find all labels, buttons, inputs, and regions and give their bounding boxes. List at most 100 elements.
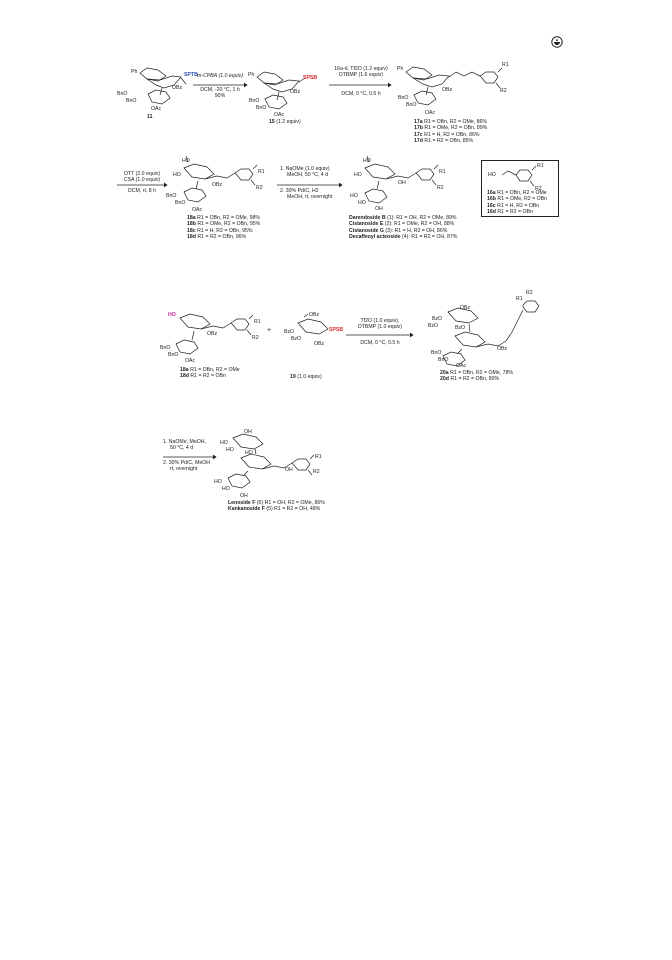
r2-label: R2: [252, 335, 259, 341]
box-item-text: R1 = OMe, R2 = OBn: [495, 196, 547, 203]
compound-id: 18b: [187, 221, 196, 228]
compound-id: 16c: [487, 202, 496, 209]
compound-id: 17c: [414, 131, 423, 138]
r2-label: R2: [437, 185, 444, 191]
product-text: (6) R1 = OH, R2 = OMe, 86%: [255, 500, 325, 506]
compound-11-label: 11: [147, 114, 153, 120]
compound-15-equiv: (1.2 equiv): [274, 119, 301, 125]
yield-text: R1 = OBn, R2 = OMe, 78%: [448, 370, 513, 376]
reagents-row3: Tf2O (1.0 equiv), DTBMP (1.0 equiv): [344, 318, 416, 331]
plus-sign: +: [267, 327, 272, 334]
bzo-label: BzO: [291, 336, 302, 342]
product-text: (5) R1 = R2 = OH, 48%: [264, 506, 321, 513]
conditions-row1-1: DCM, -20 °C, 1 h 90%: [190, 87, 250, 100]
bno-label: BnO: [256, 105, 267, 111]
compound-id: 17b: [414, 125, 423, 132]
step-2-conditions: MeOH, rt, overnight: [287, 194, 333, 201]
reagent-mcpba: m-CPBA (1.0 equiv): [197, 73, 243, 79]
oh-label: OH: [375, 206, 383, 212]
phenyl-label: Ph: [248, 72, 255, 78]
bzo-label: BzO: [428, 323, 439, 329]
product-name: Lenoside F: [228, 500, 256, 506]
product-line: Lenoside F (6) R1 = OH, R2 = OMe, 86%: [228, 500, 325, 506]
yields-18: 18a R1 = OBn, R2 = OMe, 98% 18b R1 = OMe…: [187, 215, 260, 241]
yield-line: 17d R1 = R2 = OBn, 85%: [414, 138, 487, 144]
step-2: 2. 30% Pd/C, H2: [280, 188, 319, 194]
structure-17: [405, 66, 503, 106]
obz-label: OBz: [290, 89, 301, 95]
condition-dcm: DCM, 0 °C, 0.5 h: [360, 340, 400, 346]
compound-15-label: 15: [269, 119, 275, 125]
r2-label: R2: [313, 469, 320, 475]
yield-text: R1 = OMe, R2 = OBn, 95%: [195, 221, 261, 228]
oh-label: OH: [240, 493, 248, 499]
acceptor-text: R1 = OBn, R2 = OMe: [188, 367, 240, 373]
step-1-conditions: 50 °C, 4 d: [170, 445, 194, 452]
yield-line: 17c R1 = H, R2 = OBn, 86%: [414, 132, 487, 138]
compound-19-caption: 19 (1.0 equiv): [290, 374, 322, 380]
acceptors-18: 18a R1 = OBn, R2 = OMe 18d R1 = R2 = OBn: [180, 367, 240, 380]
yield-text: R1 = R2 = OBn, 80%: [448, 376, 500, 383]
yield-text: R1 = R2 = OBn, 96%: [195, 234, 247, 241]
compound-id: 16a: [487, 190, 496, 196]
ho-label: HO: [354, 172, 362, 178]
box-item-text: R1 = H, R2 = OBn: [495, 202, 540, 209]
r1-label: R1: [439, 169, 446, 175]
bzo-label: BzO: [432, 316, 443, 322]
yield-line: 20d R1 = R2 = OBn, 80%: [440, 376, 513, 382]
ho-label: HO: [168, 312, 176, 318]
structure-products-5-6: [227, 433, 315, 489]
product-line: Cistanoside G (3): R1 = H, R2 = OH, 86%: [349, 228, 457, 234]
bno-label: BnO: [175, 200, 186, 206]
product-name: Cistanoside E: [349, 221, 384, 228]
condition-yield: 90%: [214, 93, 226, 100]
compound-id: 18d: [187, 234, 196, 241]
oh-label: OH: [285, 467, 293, 473]
r2-label: R2: [526, 290, 533, 296]
ho-label: HO: [363, 158, 371, 164]
acceptor-text: R1 = R2 = OBn: [188, 373, 226, 380]
oac-label: OAc: [192, 207, 203, 213]
bzo-label: BzO: [284, 329, 295, 335]
compound-id: 20d: [440, 376, 449, 383]
ho-label: HO: [220, 440, 228, 446]
obz-label: OBz: [442, 87, 453, 93]
product-text: (1): R1 = OH, R2 = OMe, 89%: [385, 215, 457, 221]
obz-label: OBz: [460, 305, 471, 311]
oac-label: OAc: [185, 358, 196, 364]
box-item: 16d R1 = R2 = OBn: [487, 209, 547, 215]
spsb-group: SPSB: [303, 75, 318, 81]
step-1: 1. NaOMe, MeOH,: [163, 439, 206, 445]
oac-label: OAc: [456, 363, 467, 369]
product-line: Decaffeoyl acteoside (4): R1 = R2 = OH, …: [349, 234, 457, 240]
oac-label: OAc: [274, 112, 285, 118]
box-item: 16b R1 = OMe, R2 = OBn: [487, 196, 547, 202]
ho-label: HO: [226, 447, 234, 453]
r1-label: R1: [258, 169, 265, 175]
bno-label: BnO: [166, 193, 177, 199]
yield-text: R1 = H, R2 = OBn, 86%: [422, 131, 480, 138]
yields-20: 20a R1 = OBn, R2 = OMe, 78% 20d R1 = R2 …: [440, 370, 513, 383]
conditions-row2-1: DCM, rt, 8 h: [114, 188, 170, 194]
structure-18: [183, 155, 258, 203]
oac-label: OAc: [425, 110, 436, 116]
compound-id: 16b: [487, 196, 496, 203]
reagents-row2-2: 1. NaOMe (1.0 equiv) MeOH, 50 °C, 4 d: [280, 166, 330, 179]
reagents-row2-1: OTT (2.0 equiv) CSA (1.0 equiv): [114, 171, 170, 184]
r2-label: R2: [535, 186, 542, 192]
acceptor-box-16: [481, 160, 559, 217]
product-line: Kankanoside F (5) R1 = R2 = OH, 48%: [228, 506, 325, 512]
structure-20: [442, 300, 540, 367]
ho-label: HO: [358, 200, 366, 206]
r1-label: R1: [254, 319, 261, 325]
yield-line: 17a R1 = OBn, R2 = OMe, 86%: [414, 119, 487, 125]
reagent-dtbmp: DTBMP (1.0 equiv): [357, 324, 402, 331]
yield-text: R1 = OMe, R2 = OBn, 89%: [422, 125, 488, 132]
yield-line: 18c R1 = H, R2 = OBn, 95%: [187, 228, 260, 234]
ho-label: HO: [173, 172, 181, 178]
bno-label: BnO: [249, 98, 260, 104]
conditions-row4: 2. 30% Pd/C, MeOH rt, overnight: [163, 460, 210, 473]
yield-line: 17b R1 = OMe, R2 = OBn, 89%: [414, 125, 487, 131]
reagent-tf2o: Tf2O (1.0 equiv),: [360, 318, 400, 324]
box-item-text: R1 = R2 = OBn: [495, 209, 533, 216]
